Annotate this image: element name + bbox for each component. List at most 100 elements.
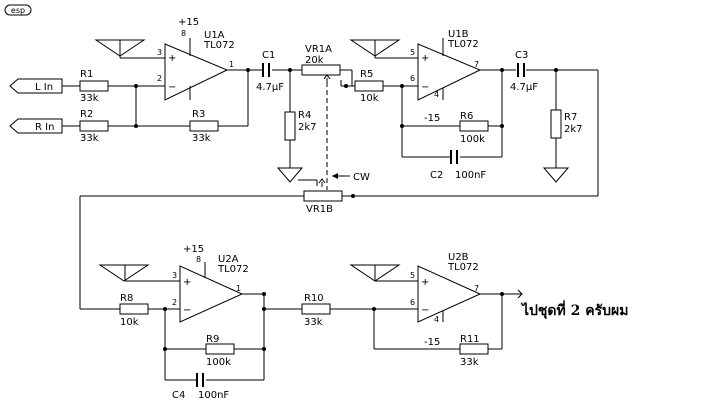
stage1-junctions [134,68,348,128]
r10-value: 33k [304,317,323,328]
junction [500,292,504,296]
ground-symbol [98,264,150,282]
resistor-r5: R5 10k [354,69,384,104]
u1b-ref: U1B [448,29,469,40]
resistor-r2: R2 33k [79,109,109,144]
c4-value: 100nF [198,390,229,401]
r6-value: 100k [460,134,485,145]
u1b-pin4: 4 [434,90,439,99]
u2a-type: TL072 [217,264,249,275]
u1a-pin3: 3 [157,48,162,57]
u2a-wires [124,265,440,381]
ground-symbol [349,39,401,57]
u1a-supply-pos: +15 [178,17,199,28]
u2b-supply-neg: -15 [424,337,440,348]
svg-text:+: + [421,277,429,288]
resistor-r4: R4 2k7 [284,110,317,141]
potentiometer-vr1b: VR1B [303,178,343,215]
u2a-pin2: 2 [172,298,177,307]
r2-ref: R2 [80,109,93,120]
svg-text:−: − [421,305,429,316]
u2b-ref: U2B [448,252,469,263]
u2b-pin4: 4 [434,315,439,324]
svg-text:+: + [168,53,176,64]
u2a-junctions [163,292,376,351]
r1-ref: R1 [80,69,93,80]
r1-value: 33k [80,93,99,104]
output-note: ไปชุดที่ 2 ครับผม [520,300,628,319]
c1-ref: C1 [262,50,275,61]
svg-text:−: − [183,305,191,316]
r4-ref: R4 [298,110,311,121]
right-input-connector: R In [9,118,63,134]
left-input-label: L In [35,82,53,93]
r7-value: 2k7 [564,124,583,135]
u1a-pin2: 2 [157,74,162,83]
vr1b-ref: VR1B [306,204,333,215]
potentiometer-vr1a: VR1A 20k [301,44,352,82]
u1a-type: TL072 [203,40,235,51]
resistor-r9: R9 100k [205,334,235,368]
resistor-r11: R11 33k [459,334,489,368]
junction [351,194,355,198]
c1-value: 4.7µF [256,82,284,93]
c4-ref: C4 [172,390,185,401]
r4-value: 2k7 [298,122,317,133]
resistor-r10: R10 33k [301,293,331,328]
r7-ref: R7 [564,112,577,123]
resistor-r8: R8 10k [119,293,149,328]
r9-value: 100k [206,357,231,368]
u1b-pin7: 7 [474,60,479,69]
u1a-pin8: 8 [181,29,186,38]
u2b-pin6: 6 [410,298,415,307]
u2b-pin5: 5 [410,271,415,280]
vr1b-wires [79,179,598,310]
u2a-ref: U2A [218,254,239,265]
u1b-pin5: 5 [410,48,415,57]
u1b-type: TL072 [447,39,479,50]
svg-text:−: − [421,82,429,93]
u1b-wires [374,40,599,196]
r2-value: 33k [80,133,99,144]
svg-text:+: + [421,53,429,64]
capacitor-c4: C4 100nF [172,373,229,401]
r3-ref: R3 [192,109,205,120]
c3-ref: C3 [515,50,528,61]
capacitor-c1: C1 4.7µF [256,50,284,93]
r5-value: 10k [360,93,379,104]
c2-ref: C2 [430,170,443,181]
vr1a-value: 20k [305,55,324,66]
opamp-u2b: + − 5 6 7 4 -15 U2B TL072 [410,252,482,348]
opamp-u2a: + − +15 8 3 2 1 U2A TL072 [172,244,249,323]
u2a-pin3: 3 [172,271,177,280]
capacitor-c2: C2 100nF [430,150,486,181]
r6-ref: R6 [460,111,473,122]
ground-symbol [94,39,146,57]
r3-value: 33k [192,133,211,144]
u2b-pin7: 7 [474,284,479,293]
r10-ref: R10 [304,293,324,304]
u1a-pin1: 1 [229,60,234,69]
svg-text:−: − [168,82,176,93]
c2-value: 100nF [455,170,486,181]
opamp-u1b: + − 5 6 7 4 -15 U1B TL072 [410,29,482,124]
resistor-r3: R3 33k [189,109,219,144]
r8-ref: R8 [120,293,133,304]
c3-value: 4.7µF [510,82,538,93]
u1a-ref: U1A [204,30,225,41]
ground-symbol [276,167,304,183]
esp-logo: esp [4,4,32,16]
u2b-type: TL072 [447,262,479,273]
u1b-supply-neg: -15 [424,113,440,124]
cw-label: CW [353,172,370,183]
r11-ref: R11 [460,334,480,345]
r8-value: 10k [120,317,139,328]
opamp-u1a: + − +15 8 3 2 1 U1A TL072 [157,17,235,101]
logo-text: esp [11,6,25,15]
r5-ref: R5 [360,69,373,80]
resistor-r1: R1 33k [79,69,109,104]
u1b-pin6: 6 [410,74,415,83]
resistor-r6: R6 100k [459,111,489,145]
